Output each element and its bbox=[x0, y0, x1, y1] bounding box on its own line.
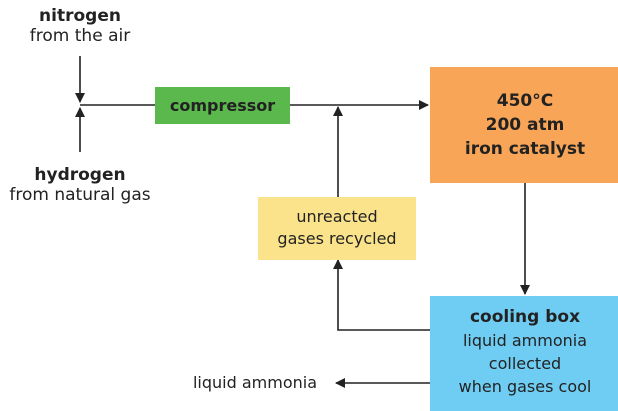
compressor-label: compressor bbox=[169, 96, 276, 115]
hydrogen-name: hydrogen bbox=[34, 165, 126, 185]
hydrogen-source: from natural gas bbox=[9, 185, 151, 205]
recycle-box: unreacted gases recycled bbox=[258, 197, 416, 260]
hydrogen-label: hydrogen from natural gas bbox=[0, 165, 160, 205]
cooling-box: cooling box liquid ammonia collected whe… bbox=[430, 296, 618, 411]
output-label: liquid ammonia bbox=[192, 373, 318, 392]
nitrogen-label: nitrogen from the air bbox=[20, 6, 140, 46]
reactor-pressure: 200 atm bbox=[485, 115, 565, 135]
cooling-title: cooling box bbox=[469, 307, 581, 327]
recycle-line-2: gases recycled bbox=[277, 229, 397, 248]
cooling-line-3: when gases cool bbox=[458, 377, 592, 396]
reactor-box: 450°C 200 atm iron catalyst bbox=[430, 67, 618, 183]
cooling-line-2: collected bbox=[488, 354, 562, 373]
recycle-line-1: unreacted bbox=[296, 207, 378, 226]
nitrogen-source: from the air bbox=[29, 26, 131, 46]
reactor-temperature: 450°C bbox=[496, 91, 554, 111]
reactor-catalyst: iron catalyst bbox=[464, 139, 586, 159]
compressor-box: compressor bbox=[155, 87, 290, 124]
cooling-to-recycle-line bbox=[333, 259, 430, 331]
nitrogen-name: nitrogen bbox=[39, 6, 121, 26]
cooling-line-1: liquid ammonia bbox=[462, 331, 588, 350]
